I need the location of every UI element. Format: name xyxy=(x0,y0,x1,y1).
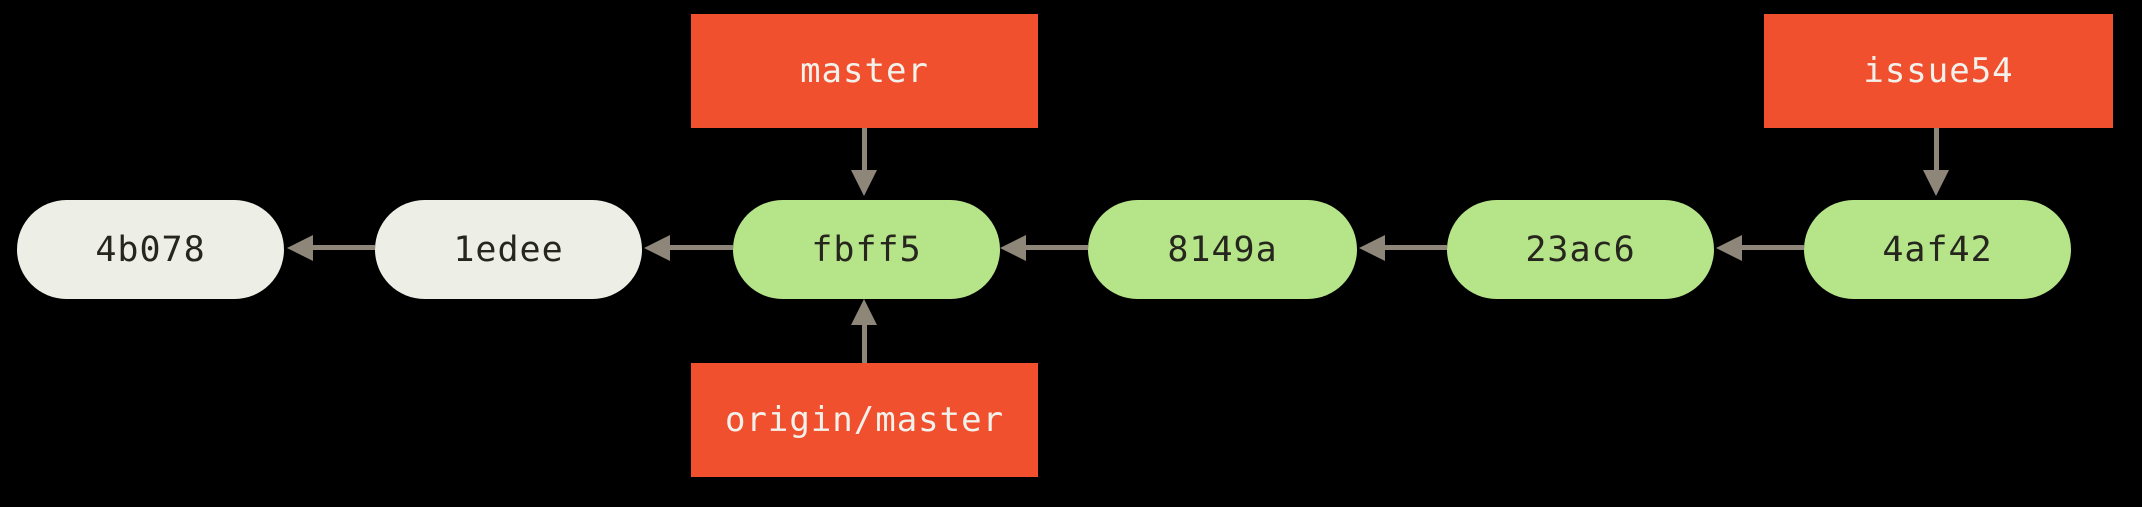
branch-label-issue54: issue54 xyxy=(1764,14,2113,128)
commit-node-1: 4b078 xyxy=(17,200,284,299)
commit-node-5: 23ac6 xyxy=(1447,200,1714,299)
parent-arrow-shaft xyxy=(1026,245,1088,250)
branch-label-origin-master: origin/master xyxy=(691,363,1038,477)
origin-master-pointer-shaft xyxy=(862,324,867,363)
commit-node-4: 8149a xyxy=(1088,200,1357,299)
parent-arrow-icon xyxy=(287,235,313,261)
issue54-pointer-arrow-icon xyxy=(1923,170,1949,196)
commit-node-3: fbff5 xyxy=(733,200,1000,299)
commit-id: 4af42 xyxy=(1882,229,1993,270)
branch-label-master: master xyxy=(691,14,1038,128)
issue54-pointer-shaft xyxy=(1934,128,1939,171)
branch-label-text: master xyxy=(800,51,929,91)
commit-node-6: 4af42 xyxy=(1804,200,2071,299)
parent-arrow-icon xyxy=(1359,235,1385,261)
parent-arrow-shaft xyxy=(670,245,733,250)
master-pointer-arrow-icon xyxy=(851,170,877,196)
parent-arrow-icon xyxy=(1000,235,1026,261)
master-pointer-shaft xyxy=(862,128,867,171)
commit-id: 1edee xyxy=(453,229,564,270)
commit-id: 4b078 xyxy=(95,229,206,270)
parent-arrow-shaft xyxy=(313,245,375,250)
parent-arrow-icon xyxy=(644,235,670,261)
commit-node-2: 1edee xyxy=(375,200,642,299)
parent-arrow-shaft xyxy=(1742,245,1804,250)
parent-arrow-shaft xyxy=(1385,245,1447,250)
branch-label-text: issue54 xyxy=(1863,51,2014,91)
branch-label-text: origin/master xyxy=(724,400,1005,440)
commit-id: 23ac6 xyxy=(1525,229,1636,270)
commit-id: fbff5 xyxy=(811,229,922,270)
commit-id: 8149a xyxy=(1167,229,1278,270)
parent-arrow-icon xyxy=(1716,235,1742,261)
origin-master-pointer-arrow-icon xyxy=(851,299,877,325)
